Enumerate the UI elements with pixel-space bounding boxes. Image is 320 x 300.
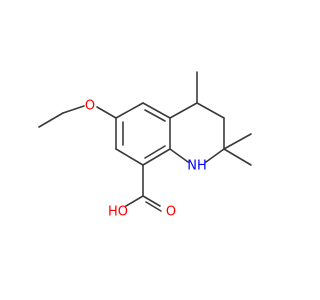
bond-o-aromatic: [96, 106, 117, 119]
bond-ring-c8a-c8: [142, 148, 171, 166]
bond-ethyl-ch3-ch2: [38, 112, 64, 128]
bond-ring-c8-c7: [115, 148, 144, 166]
bond-ring-c6-c5: [115, 102, 144, 119]
bond-ring-c8a-c8-inner: [144, 145, 166, 159]
bond-carboxyl-c-oh: [125, 195, 144, 207]
atom-labels: O NH O HO: [85, 99, 207, 220]
carbonyl-oxygen-label: O: [166, 205, 176, 220]
hydroxyl-label: HO: [108, 205, 128, 220]
bond-c4-c3: [196, 102, 225, 119]
bond-ring-c5-c4a: [142, 102, 171, 119]
bond-c2-methyl-b: [223, 148, 252, 166]
ether-oxygen-label: O: [85, 99, 95, 114]
bond-carboxyl-c-o-double-a: [142, 195, 161, 207]
amine-nitrogen-label: NH: [187, 159, 207, 174]
bond-c2-n: [205, 148, 225, 163]
molecule-diagram: O NH O HO: [38, 71, 252, 220]
bonds: [38, 71, 252, 212]
bond-c2-methyl-a: [223, 133, 252, 150]
bond-ring-c5-c4a-inner: [144, 109, 166, 122]
bond-carboxyl-c-o-double-b: [145, 201, 162, 212]
bond-c4a-c4: [169, 102, 198, 119]
bond-ethyl-ch2-o: [62, 105, 85, 114]
structure-svg: O NH O HO: [38, 71, 252, 220]
bond-n-c8a: [169, 148, 189, 163]
